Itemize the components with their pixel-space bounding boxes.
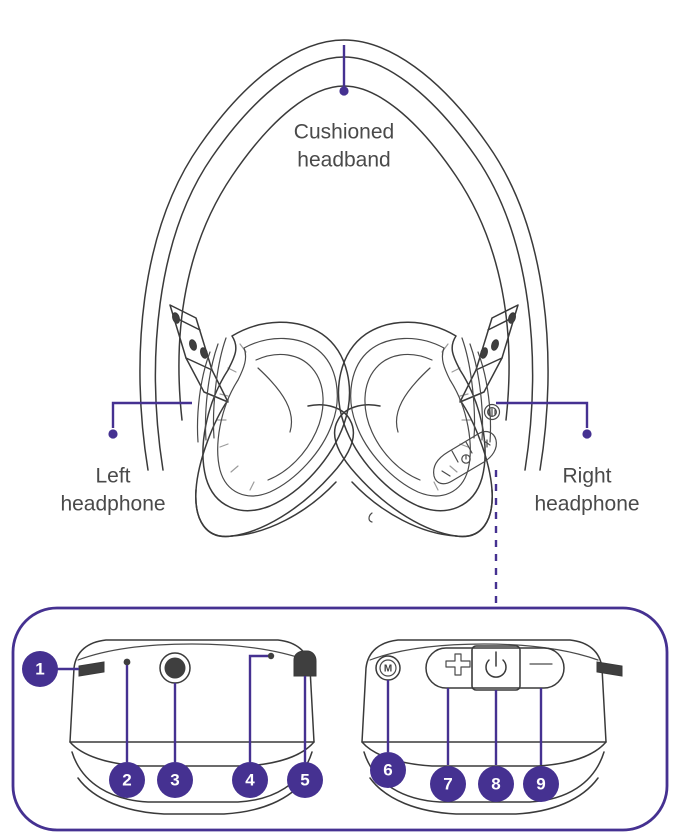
- marker-badge-7[interactable]: 7: [430, 766, 466, 802]
- right-label-line2: headphone: [534, 493, 639, 516]
- aux-audio-jack: [159, 652, 191, 684]
- marker-badge-2-number: 2: [122, 771, 131, 790]
- marker-badge-6-number: 6: [383, 761, 392, 780]
- marker-badge-4[interactable]: 4: [232, 762, 268, 798]
- control-button-group: [425, 645, 565, 691]
- marker-badge-9-number: 9: [536, 775, 545, 794]
- microphone: M: [375, 655, 401, 681]
- marker-badge-1[interactable]: 1: [22, 651, 58, 687]
- reset-pinhole: [123, 658, 131, 666]
- earcup-logo-icon: [483, 403, 501, 421]
- headband-mid-edge: [154, 56, 534, 471]
- speaker-grille-slot: [78, 661, 105, 677]
- right-leader-line: [496, 401, 589, 428]
- left-leader-dot: [108, 429, 118, 439]
- volume-down-button[interactable]: [519, 648, 553, 688]
- right-slider-bracket: [459, 304, 519, 403]
- usb-charging-port: [293, 650, 317, 677]
- left-leader-line: [111, 401, 192, 428]
- marker-badge-8[interactable]: 8: [478, 766, 514, 802]
- marker-badge-1-number: 1: [35, 660, 44, 679]
- right-earcup: [333, 321, 501, 538]
- leader-4: [248, 654, 268, 762]
- headband-label-line1: Cushioned: [294, 121, 394, 144]
- left-slider-bracket: [169, 304, 229, 403]
- earcup-port-nub: [368, 512, 373, 523]
- callout-cushioned-headband: Cushioned headband: [294, 45, 394, 172]
- marker-leaders: [57, 654, 543, 765]
- headband-outer-edge: [139, 39, 549, 471]
- headphones-illustration: [139, 39, 549, 538]
- marker-badge-5[interactable]: 5: [287, 762, 323, 798]
- microphone-glyph: M: [384, 664, 392, 675]
- left-label-line2: headphone: [60, 493, 165, 516]
- left-earcup: [195, 321, 355, 538]
- marker-badge-9[interactable]: 9: [523, 766, 559, 802]
- marker-badge-3-number: 3: [170, 771, 179, 790]
- marker-badge-3[interactable]: 3: [157, 762, 193, 798]
- callout-left-headphone: Left headphone: [60, 401, 192, 516]
- power-symbol-icon: [485, 651, 507, 678]
- detail-panel-frame: [11, 606, 669, 832]
- marker-badges: 1 2 3 4 5 6 7 8: [22, 651, 559, 802]
- headband-label-line2: headband: [297, 149, 390, 172]
- left-earcup-detail: [69, 639, 317, 815]
- right-speaker-grille-slot: [596, 661, 623, 677]
- marker-badge-8-number: 8: [491, 775, 500, 794]
- earcup-control-strip: [433, 430, 497, 485]
- right-leader-dot: [582, 429, 592, 439]
- marker-badge-7-number: 7: [443, 775, 452, 794]
- headband-leader-dot: [339, 86, 349, 96]
- marker-badge-5-number: 5: [300, 771, 309, 790]
- status-led: [267, 652, 275, 660]
- right-label-line1: Right: [562, 465, 611, 488]
- volume-up-button[interactable]: [445, 648, 473, 688]
- callout-right-headphone: Right headphone: [496, 401, 640, 516]
- left-label-line1: Left: [95, 465, 130, 488]
- marker-badge-2[interactable]: 2: [109, 762, 145, 798]
- marker-badge-4-number: 4: [245, 771, 255, 790]
- marker-badge-6[interactable]: 6: [370, 752, 406, 788]
- power-button[interactable]: [471, 645, 521, 691]
